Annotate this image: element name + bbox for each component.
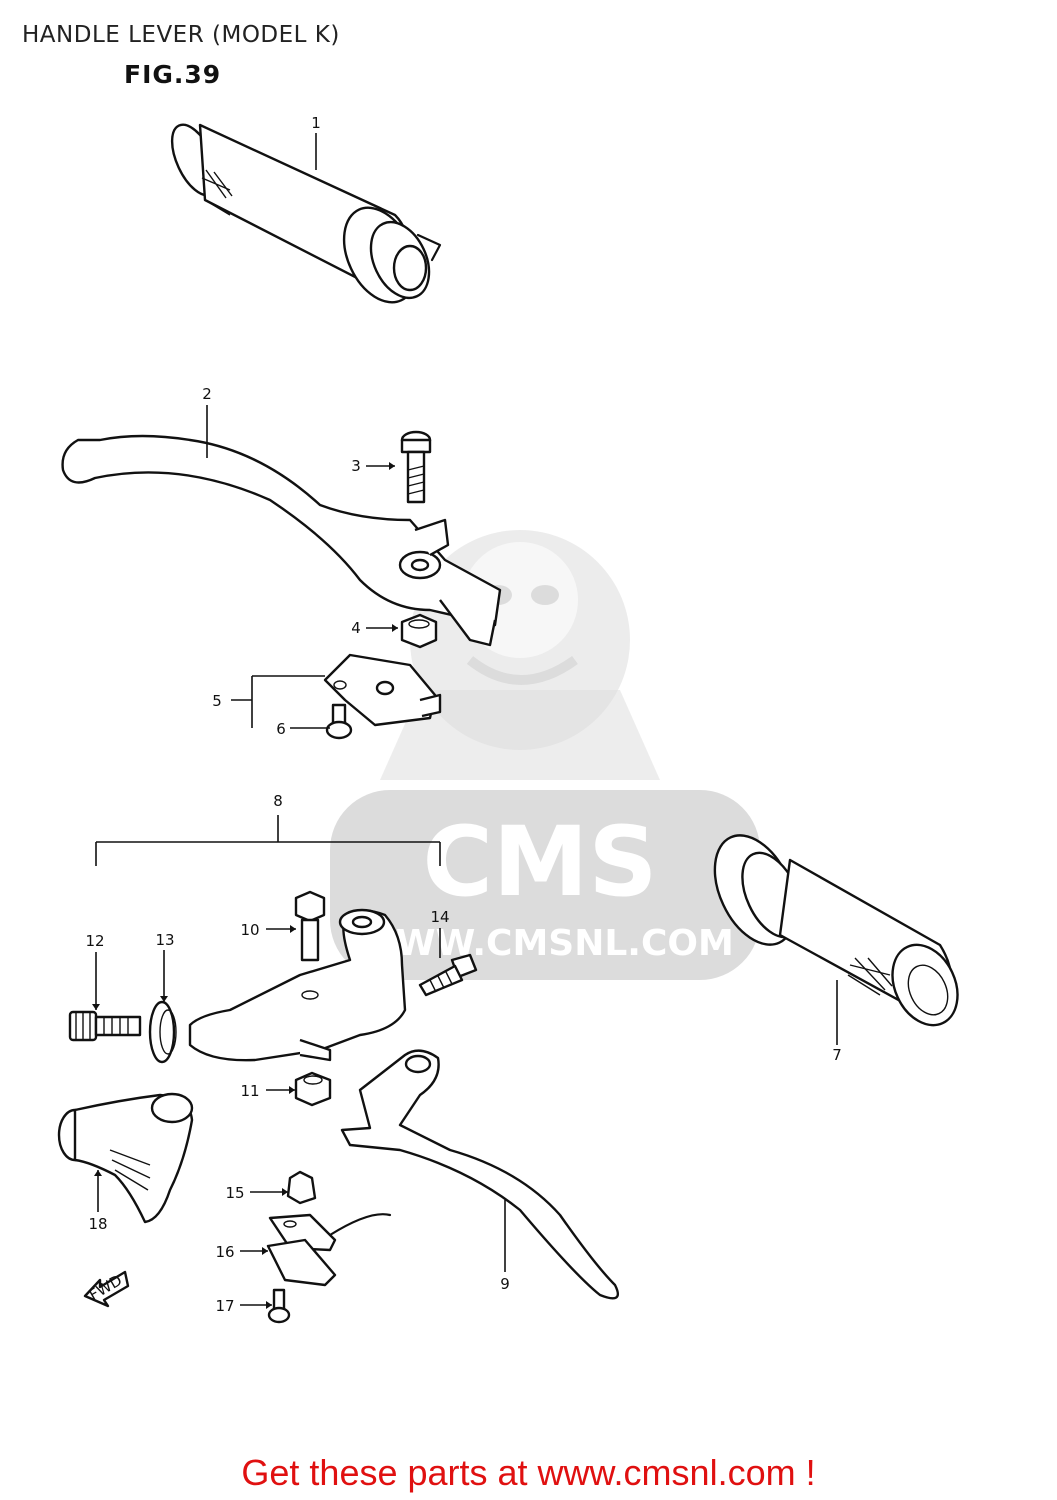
callout-3: 3 [351,457,361,475]
part-17-screw [267,1288,291,1324]
watermark-badge [330,790,760,980]
callout-12: 12 [85,932,104,950]
callout-8: 8 [273,792,283,810]
callout-13: 13 [155,931,174,949]
part-3-pivot-bolt [400,430,432,504]
part-10-bolt [294,890,326,962]
part-6-screw [325,703,353,740]
page-title: HANDLE LEVER (MODEL K) [22,22,340,48]
callout-2: 2 [202,385,212,403]
part-15-clip [286,1170,317,1205]
part-2-brake-lever [61,434,502,647]
callout-16: 16 [215,1243,234,1261]
callout-numbers: 1 2 3 4 5 6 7 8 9 10 11 12 13 14 15 16 1… [85,114,841,1315]
callout-9: 9 [500,1275,510,1293]
callout-1: 1 [311,114,321,132]
part-18-dust-cover [57,1092,194,1224]
watermark-logo-text: CMS [422,806,657,918]
footer-link-text[interactable]: Get these parts at www.cmsnl.com ! [241,1452,816,1493]
part-1-throttle-grip [170,123,442,304]
part-16-clutch-switch [266,1213,392,1287]
part-4-nut [400,613,438,649]
callout-11: 11 [240,1082,259,1100]
callout-6: 6 [276,720,286,738]
figure-label: FIG.39 [124,60,222,89]
callout-18: 18 [88,1215,107,1233]
callout-5: 5 [212,692,222,710]
part-11-nut [294,1071,332,1107]
callout-10: 10 [240,921,259,939]
fwd-direction-arrow-icon: FWD [83,1270,130,1308]
part-7-left-grip [713,834,959,1027]
part-12-cable-adjuster [68,1010,142,1042]
callout-7: 7 [832,1046,842,1064]
part-8-lever-holder [188,908,407,1062]
part-5-brake-switch [323,653,442,727]
callout-14: 14 [430,908,449,926]
watermark-url-text: WWW.CMSNL.COM [356,923,734,964]
leader-lines [92,133,838,1309]
callout-17: 17 [215,1297,234,1315]
cms-watermark: CMS WWW.CMSNL.COM [330,530,760,980]
callout-15: 15 [225,1184,244,1202]
part-13-locknut [148,1000,177,1064]
callout-4: 4 [351,619,361,637]
part-9-clutch-lever [340,1049,620,1300]
part-14-adjuster-screw [418,953,478,997]
